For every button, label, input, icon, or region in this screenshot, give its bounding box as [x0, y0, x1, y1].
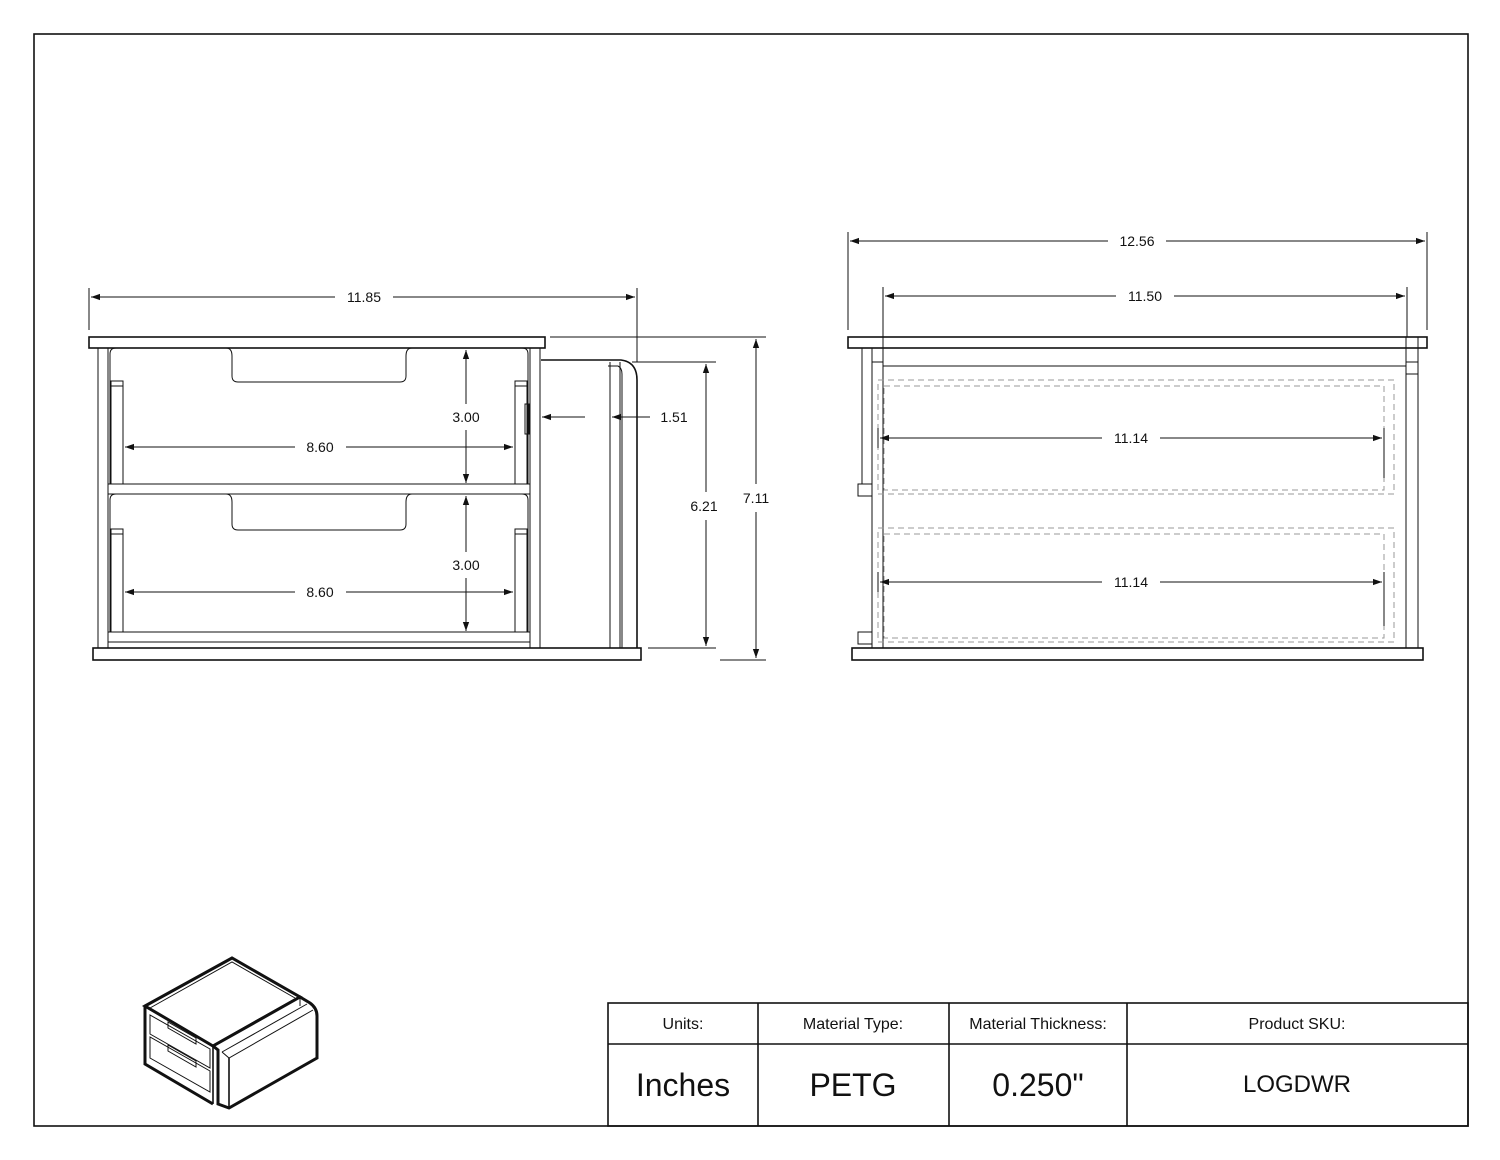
dim-overall-width: 11.85 [347, 289, 381, 305]
dim-drawer-depth-bottom: 11.14 [1114, 574, 1148, 590]
dim-inner-depth: 11.50 [1128, 288, 1162, 304]
product-sku-label: Product SKU: [1249, 1016, 1346, 1033]
front-view-dimensions: 11.85 3.00 8.60 3.00 8.60 1.51 6.21 7 [88, 288, 769, 661]
material-thickness-value: 0.250" [992, 1067, 1083, 1103]
dim-overall-depth: 12.56 [1119, 233, 1154, 249]
dim-drawer-height-bottom: 3.00 [452, 557, 479, 573]
units-value: Inches [636, 1067, 730, 1103]
dim-drawer-width-top: 8.60 [306, 439, 333, 455]
front-view [88, 336, 642, 661]
material-thickness-label: Material Thickness: [969, 1016, 1107, 1033]
dim-overall-height: 7.11 [743, 490, 769, 506]
dim-inner-height: 6.21 [690, 498, 717, 514]
title-block: Units: Material Type: Material Thickness… [607, 1002, 1469, 1127]
dim-drawer-height-top: 3.00 [452, 409, 479, 425]
product-sku-value: LOGDWR [1243, 1071, 1351, 1098]
side-view [847, 336, 1428, 661]
dim-drawer-depth-top: 11.14 [1114, 430, 1148, 446]
dim-side-gap: 1.51 [660, 409, 687, 425]
units-label: Units: [663, 1016, 704, 1033]
dim-drawer-width-bottom: 8.60 [306, 584, 333, 600]
side-view-dimensions: 12.56 11.50 11.14 11.14 [847, 232, 1428, 626]
material-type-value: PETG [809, 1067, 896, 1103]
sheet-border [33, 33, 1469, 1127]
material-type-label: Material Type: [803, 1016, 903, 1033]
isometric-view [141, 956, 319, 1110]
